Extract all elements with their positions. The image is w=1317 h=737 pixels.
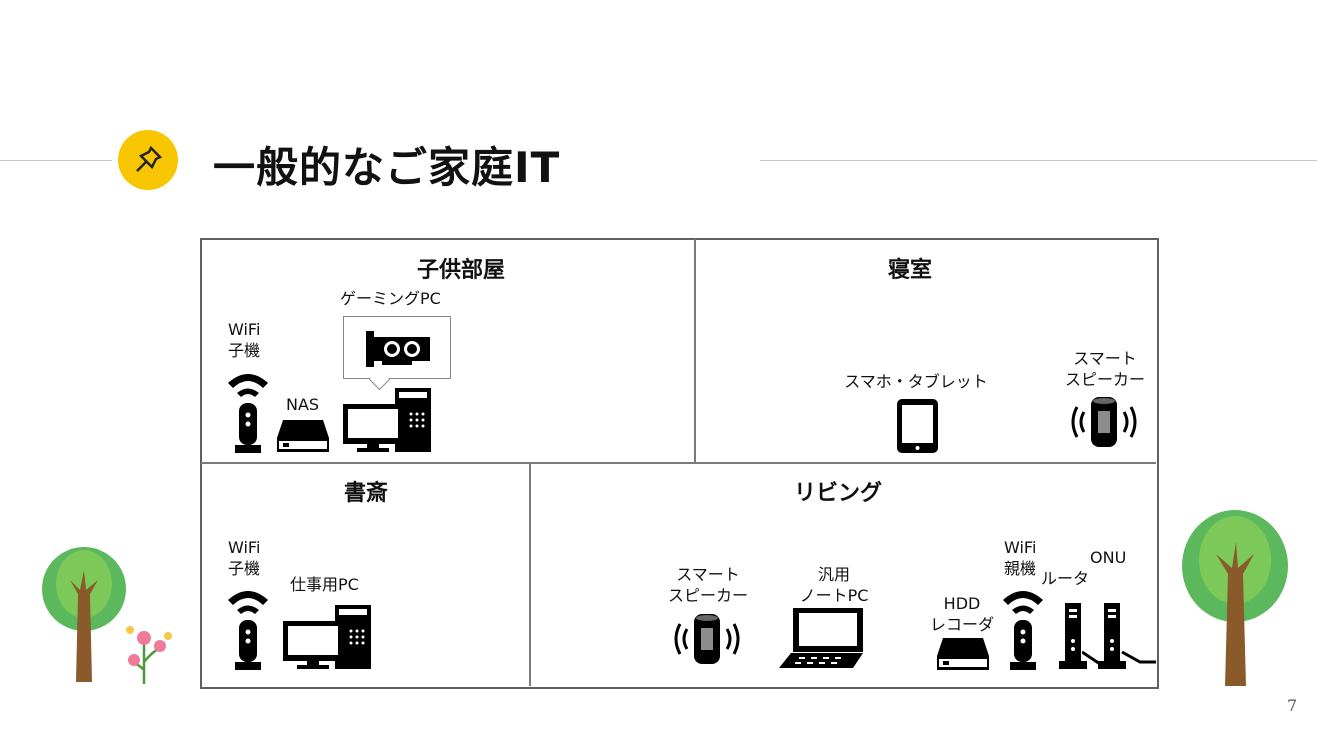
nas-icon bbox=[277, 420, 329, 452]
pushpin-icon bbox=[118, 130, 178, 190]
study-wifi-label: WiFi 子機 bbox=[228, 538, 261, 578]
router-label: ルータ bbox=[1041, 569, 1090, 588]
bedroom-speaker-label: スマート スピーカー bbox=[1064, 349, 1146, 389]
house-diagram bbox=[200, 238, 1159, 689]
wifi-router-label: WiFi 親機 bbox=[1004, 538, 1037, 578]
wifi-extender-label: WiFi 子機 bbox=[228, 320, 261, 360]
divider-bottom-vertical bbox=[529, 463, 531, 686]
onu-label: ONU bbox=[1090, 548, 1127, 567]
tree-illustration-left bbox=[42, 547, 126, 682]
laptop-icon bbox=[779, 608, 863, 668]
cable-icon bbox=[1082, 650, 1156, 666]
room-title-kids: 子供部屋 bbox=[416, 258, 506, 283]
wifi-extender-icon bbox=[225, 582, 271, 670]
smart-speaker-icon bbox=[672, 612, 742, 666]
room-title-living: リビング bbox=[793, 481, 883, 506]
graphics-card-icon bbox=[366, 331, 430, 367]
hdd-recorder-label: HDD レコーダ bbox=[929, 594, 995, 634]
living-speaker-label: スマート スピーカー bbox=[667, 565, 749, 605]
flowers-illustration bbox=[126, 626, 172, 684]
work-pc-label: 仕事用PC bbox=[290, 575, 359, 594]
smart-speaker-icon bbox=[1069, 395, 1139, 449]
gaming-pc-icon bbox=[343, 388, 431, 452]
laptop-label: 汎用 ノートPC bbox=[799, 565, 869, 605]
wifi-access-point-icon bbox=[1000, 582, 1046, 670]
tree-illustration-right bbox=[1182, 510, 1288, 686]
nas-label: NAS bbox=[286, 395, 320, 414]
tablet-icon bbox=[897, 399, 938, 453]
gpu-callout bbox=[343, 316, 451, 379]
divider-horizontal bbox=[201, 462, 1156, 464]
gaming-pc-label: ゲーミングPC bbox=[340, 289, 441, 308]
room-title-study: 書斎 bbox=[343, 481, 389, 506]
title-rule-right bbox=[760, 160, 1317, 161]
room-title-bedroom: 寝室 bbox=[887, 258, 933, 283]
slide-title: 一般的なご家庭IT bbox=[213, 143, 561, 192]
work-pc-icon bbox=[283, 605, 371, 669]
hdd-recorder-icon bbox=[937, 638, 989, 670]
title-rule-left bbox=[0, 160, 112, 161]
tablet-label: スマホ・タブレット bbox=[844, 372, 988, 391]
page-number: 7 bbox=[1287, 696, 1298, 715]
wifi-extender-icon bbox=[225, 365, 271, 453]
divider-top-vertical bbox=[694, 239, 696, 463]
